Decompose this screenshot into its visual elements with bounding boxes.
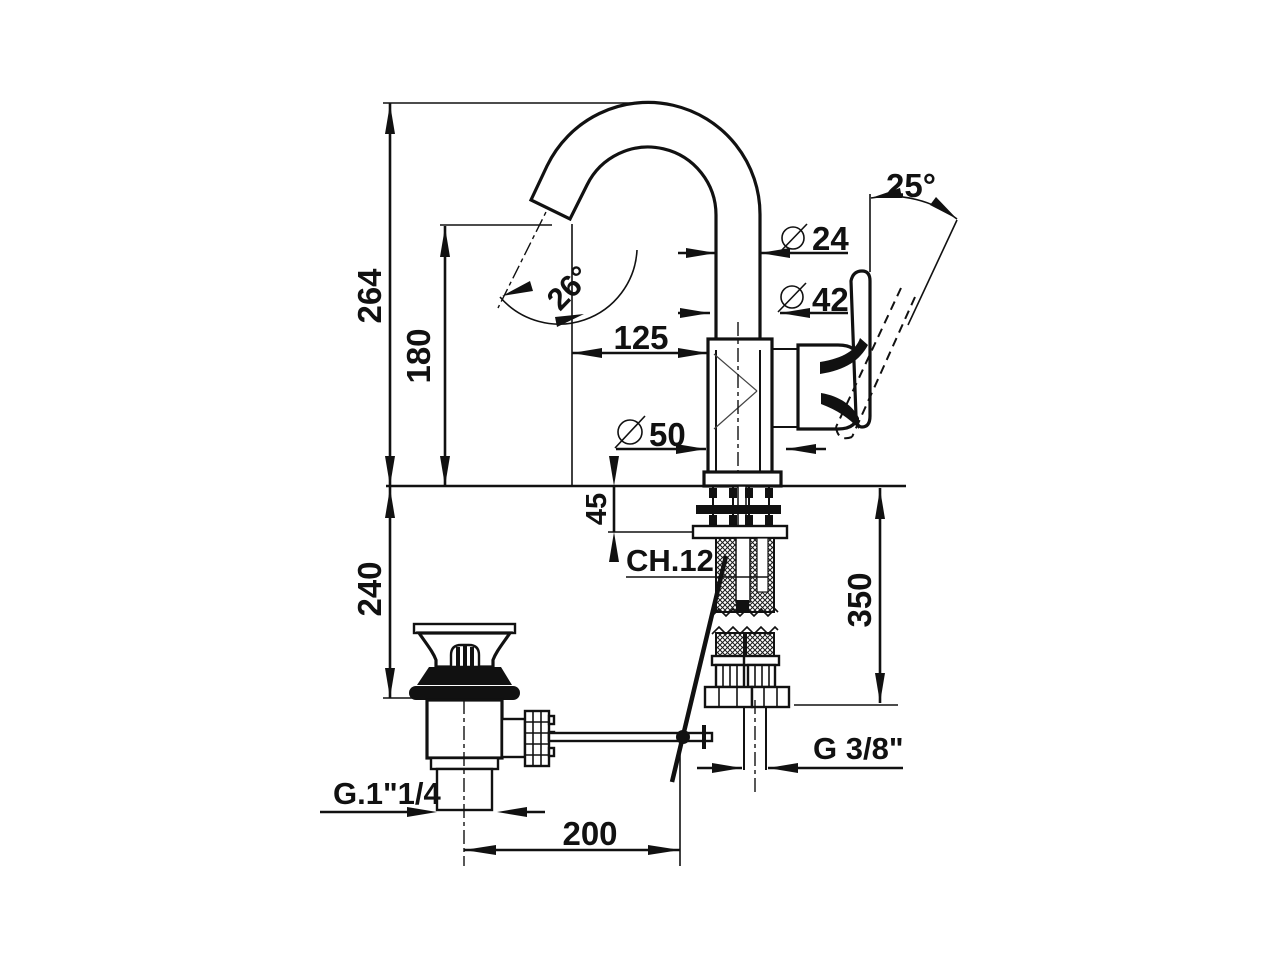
mounting-plate — [691, 524, 789, 540]
washer-bar — [696, 505, 781, 514]
diameter-symbol — [614, 415, 646, 449]
faucet-body — [702, 322, 860, 488]
popup-rod — [547, 555, 729, 783]
dim-wrench-label: CH.12 — [626, 543, 714, 578]
dim-spout-reach: 125 — [571, 224, 708, 486]
dim-waste-thread: G.1"1/4 — [320, 776, 545, 817]
dim-overall-height-label: 264 — [351, 268, 388, 324]
dim-supply-thread: G 3/8" — [697, 731, 904, 773]
dim-spout-height-label: 180 — [400, 328, 437, 383]
knurled-nut — [523, 709, 551, 768]
dim-hose-drop-label: 350 — [841, 572, 878, 627]
dim-wrench: CH.12 — [626, 543, 768, 578]
dim-body-diameter: 42 — [678, 281, 849, 318]
popup-rod-conduit — [735, 537, 751, 603]
hose-hex-nut — [750, 685, 791, 709]
dim-underdeck-depth-label: 240 — [351, 561, 388, 616]
dim-spout-diameter-label: 24 — [812, 220, 849, 257]
base-flange — [702, 470, 783, 488]
handle — [820, 269, 872, 429]
handle-open-dashed — [835, 287, 916, 440]
dim-supply-thread-label: G 3/8" — [813, 731, 904, 766]
angle-handle-label: 25° — [886, 167, 936, 204]
dim-underdeck-depth: 240 — [351, 487, 416, 699]
hose-hex-nut — [703, 685, 754, 709]
dim-base-diameter-label: 50 — [649, 416, 686, 453]
dim-deck-range: 45 — [581, 456, 698, 562]
mounting-hardware — [691, 485, 789, 540]
angle-handle: 25° — [869, 167, 958, 326]
diameter-symbol — [777, 282, 807, 313]
angle-spout-swivel-label: 26° — [540, 259, 598, 317]
rod-ball-joint — [676, 730, 690, 744]
dim-spout-diameter: 24 — [678, 220, 849, 258]
dim-deck-range-label: 45 — [581, 493, 613, 525]
diameter-symbol — [778, 223, 808, 254]
dim-hose-drop: 350 — [794, 488, 898, 706]
dim-overall-height: 264 — [351, 102, 652, 486]
vertical-pull-rod — [669, 555, 729, 783]
dim-spout-height: 180 — [400, 224, 552, 486]
dim-waste-thread-label: G.1"1/4 — [333, 776, 442, 811]
dim-rod-offset-label: 200 — [562, 815, 617, 852]
dim-rod-offset: 200 — [464, 744, 681, 866]
dim-body-diameter-label: 42 — [812, 281, 849, 318]
drain-assembly — [409, 622, 556, 866]
dim-spout-reach-label: 125 — [613, 319, 668, 356]
lever-rod — [547, 731, 714, 743]
dim-base-diameter: 50 — [614, 415, 826, 454]
spout-outline — [528, 100, 762, 352]
supply-hoses — [703, 537, 791, 792]
